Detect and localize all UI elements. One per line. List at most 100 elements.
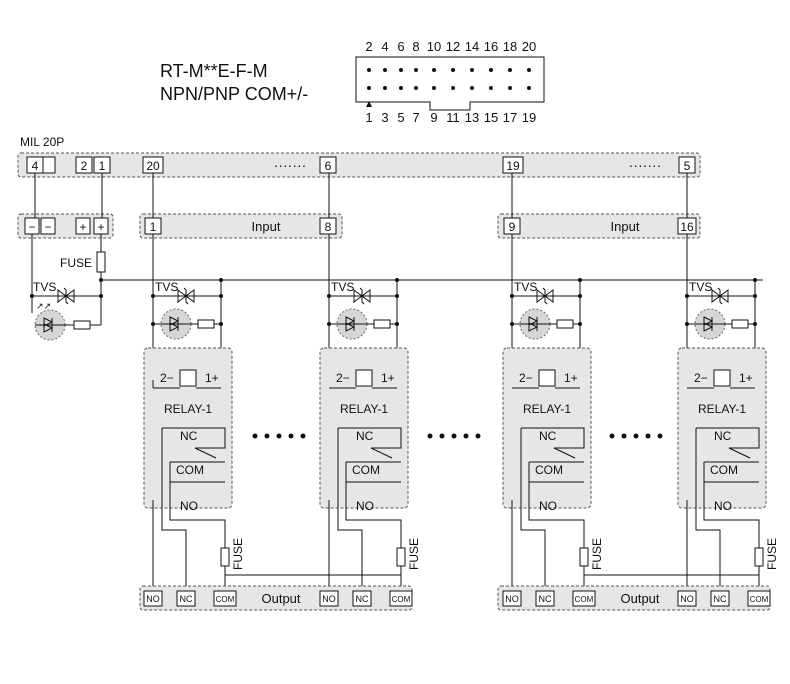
fuse-label: FUSE: [590, 538, 604, 570]
input-pin-label: 9: [509, 220, 516, 234]
relay-coil-icon: [179, 369, 197, 387]
resistor-icon: [556, 319, 574, 329]
coil-neg-label: 2−: [519, 371, 533, 385]
relay-nc-label: NC: [180, 429, 198, 443]
power-terminal-neg: [40, 217, 56, 235]
relay-channel: TVS 2− 1+ RELAY-1 NC COM NO: [677, 173, 779, 595]
connector-bottom-pin-labels: 1 3 5 7 9 11 13 15 17 19: [365, 110, 536, 125]
output-terminal-label: COM: [392, 595, 411, 604]
coil-pos-label: 1+: [381, 371, 395, 385]
input-bar-title: Input: [611, 219, 640, 234]
connector-top-pin: 20: [522, 39, 536, 54]
coil-neg-label: 2−: [160, 371, 174, 385]
relay-nc-label: NC: [714, 429, 732, 443]
connector-bottom-pin: 1: [365, 110, 372, 125]
tvs-label: TVS: [689, 280, 712, 294]
connector-bottom-pin: 9: [430, 110, 437, 125]
input-pin-label: 1: [150, 220, 157, 234]
relay-nc-label: NC: [539, 429, 557, 443]
fuse-label: FUSE: [231, 538, 245, 570]
tvs-label: TVS: [33, 280, 56, 294]
connector-top-pin: 16: [484, 39, 498, 54]
connector-bottom-pin: 15: [484, 110, 498, 125]
coil-pos-label: 1+: [739, 371, 753, 385]
power-terminal-label: −: [44, 220, 51, 234]
connector-top-pin-labels: 2 4 6 8 10 12 14 16 18 20: [365, 39, 536, 54]
connector-pin-dot: [451, 68, 455, 72]
output-terminal-label: COM: [216, 595, 235, 604]
coil-pos-label: 1+: [564, 371, 578, 385]
connector-pin-dot: [432, 68, 436, 72]
mil-pin-label: 2: [81, 159, 88, 173]
output-terminals: NO NC COM Output NO NC COM: [143, 590, 413, 607]
connector-pin-dot: [470, 68, 474, 72]
connector-top-pin: 10: [427, 39, 441, 54]
output-terminal-label: NO: [680, 594, 694, 604]
connector-pin-dot: [383, 68, 387, 72]
mil-pin-19: [502, 156, 524, 174]
connector-bottom-pin: 3: [381, 110, 388, 125]
model-title: RT-M**E-F-M: [160, 61, 268, 81]
input-bar: [497, 213, 701, 239]
power-terminal-pos: [75, 217, 91, 235]
connector-pin-dot: [527, 86, 531, 90]
connector-pin-dot: [367, 68, 371, 72]
fuse-icon: [396, 547, 406, 567]
power-wiring: FUSE TVS ↗↗: [30, 173, 763, 341]
led-arrows-icon: ↗↗: [36, 301, 51, 311]
connector-pin-dot: [399, 86, 403, 90]
relay-nc-label: NC: [356, 429, 374, 443]
input-pin-label: 16: [680, 220, 694, 234]
connector-pin-dot: [508, 86, 512, 90]
mil-bar-label: MIL 20P: [20, 135, 64, 149]
relay-coil-icon: [355, 369, 373, 387]
output-terminal-label: COM: [750, 595, 769, 604]
relay-channels: TVS 2− 1+ RELAY-1 NC COM NO: [143, 173, 779, 595]
relay-com-label: COM: [535, 463, 563, 477]
connector-top-pin: 4: [381, 39, 388, 54]
output-terminal-label: NC: [180, 594, 193, 604]
mil-pin-label: 19: [506, 159, 520, 173]
mil-pin-label: 1: [99, 159, 106, 173]
coil-neg-label: 2−: [694, 371, 708, 385]
mil-pins: 4 2 1 20 ······· 6 19 ······· 5: [26, 156, 696, 174]
fuse-icon: [220, 547, 230, 567]
tvs-diode-icon: [57, 287, 75, 305]
output-terminals: NO NC COM Output NO NC COM: [502, 590, 771, 607]
input-bar: [139, 213, 343, 239]
tvs-label: TVS: [514, 280, 537, 294]
fuse-icon: [579, 547, 589, 567]
connector-top-pin: 2: [365, 39, 372, 54]
connector-bottom-pin: 19: [522, 110, 536, 125]
connector-bottom-pin: 17: [503, 110, 517, 125]
mil-ellipsis: ·······: [274, 157, 307, 173]
connector-pin-dot: [470, 86, 474, 90]
output-bar-title: Output: [620, 591, 659, 606]
coil-neg-label: 2−: [336, 371, 350, 385]
input-bar-title: Input: [252, 219, 281, 234]
connector-pin-dot: [414, 86, 418, 90]
mil-pin-label: 6: [325, 159, 332, 173]
mil-pin-6: [319, 156, 337, 174]
connector-bottom-pin: 11: [446, 110, 460, 125]
model-subtitle: NPN/PNP COM+/-: [160, 84, 308, 104]
connector-pin-dot: [432, 86, 436, 90]
connector-pin-dot: [399, 68, 403, 72]
mil-pin-label: 4: [32, 159, 39, 173]
connector-top-pin: 8: [412, 39, 419, 54]
resistor-icon: [197, 319, 215, 329]
channel-ellipsis: [252, 433, 663, 439]
relay-name: RELAY-1: [340, 402, 388, 416]
output-bar: [139, 585, 413, 611]
output-bar: [497, 585, 771, 611]
relay-channel: TVS 2− 1+ RELAY-1 NC COM NO: [502, 173, 604, 595]
fuse-label: FUSE: [60, 256, 92, 270]
fuse-label: FUSE: [407, 538, 421, 570]
output-terminal-label: NC: [539, 594, 552, 604]
connector-pin-dot: [414, 68, 418, 72]
input-pin: [319, 217, 337, 235]
relay-no-label: NO: [356, 499, 374, 513]
output-terminal-label: NC: [356, 594, 369, 604]
connector-pin-dot: [383, 86, 387, 90]
connector-dots: [367, 68, 531, 90]
